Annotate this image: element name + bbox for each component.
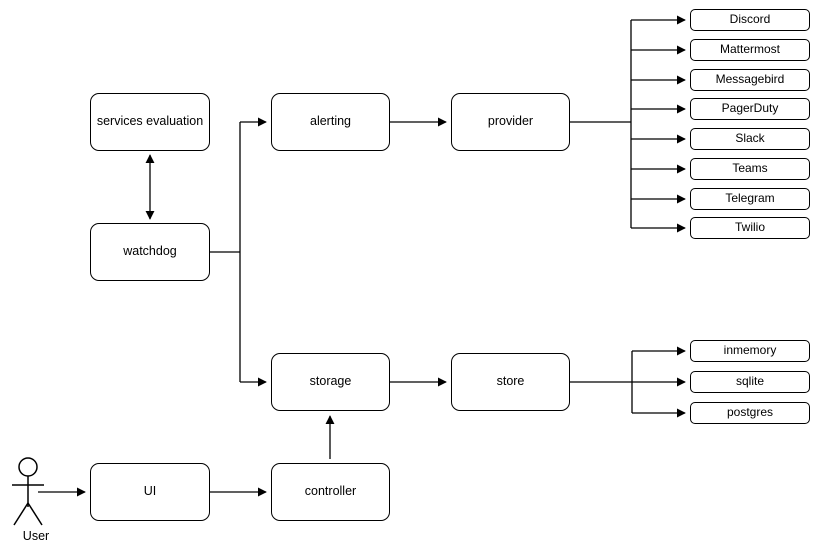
node-ui[interactable]: UI: [90, 463, 210, 521]
node-services-evaluation[interactable]: services evaluation: [90, 93, 210, 151]
node-controller-label: controller: [304, 484, 357, 499]
node-watchdog-label: watchdog: [123, 244, 177, 259]
node-store-label: store: [496, 374, 525, 389]
node-slack[interactable]: Slack: [690, 128, 810, 150]
node-alerting-label: alerting: [310, 114, 351, 129]
node-discord[interactable]: Discord: [690, 9, 810, 31]
node-provider-label: provider: [487, 114, 534, 129]
node-pagerduty-label: PagerDuty: [721, 101, 779, 116]
node-postgres[interactable]: postgres: [690, 402, 810, 424]
node-twilio[interactable]: Twilio: [690, 217, 810, 239]
node-alerting[interactable]: alerting: [271, 93, 390, 151]
node-pagerduty[interactable]: PagerDuty: [690, 98, 810, 120]
node-mattermost-label: Mattermost: [719, 42, 780, 57]
node-sqlite[interactable]: sqlite: [690, 371, 810, 393]
node-postgres-label: postgres: [726, 405, 774, 420]
node-mattermost[interactable]: Mattermost: [690, 39, 810, 61]
node-ui-label: UI: [143, 484, 157, 499]
node-services-evaluation-label: services evaluation: [96, 114, 204, 129]
node-storage-label: storage: [309, 374, 352, 389]
node-messagebird-label: Messagebird: [715, 72, 785, 87]
node-storage[interactable]: storage: [271, 353, 390, 411]
node-store[interactable]: store: [451, 353, 570, 411]
node-teams[interactable]: Teams: [690, 158, 810, 180]
node-twilio-label: Twilio: [734, 220, 765, 235]
node-messagebird[interactable]: Messagebird: [690, 69, 810, 91]
node-telegram-label: Telegram: [725, 191, 775, 206]
user-actor-label: User: [22, 529, 50, 543]
node-slack-label: Slack: [735, 131, 765, 146]
node-telegram[interactable]: Telegram: [690, 188, 810, 210]
node-teams-label: Teams: [732, 161, 768, 176]
node-controller[interactable]: controller: [271, 463, 390, 521]
node-discord-label: Discord: [729, 12, 771, 27]
node-inmemory[interactable]: inmemory: [690, 340, 810, 362]
user-actor: User: [8, 455, 64, 547]
stick-figure-icon: [12, 457, 44, 526]
node-watchdog[interactable]: watchdog: [90, 223, 210, 281]
node-inmemory-label: inmemory: [723, 343, 777, 358]
node-sqlite-label: sqlite: [735, 374, 764, 389]
node-provider[interactable]: provider: [451, 93, 570, 151]
